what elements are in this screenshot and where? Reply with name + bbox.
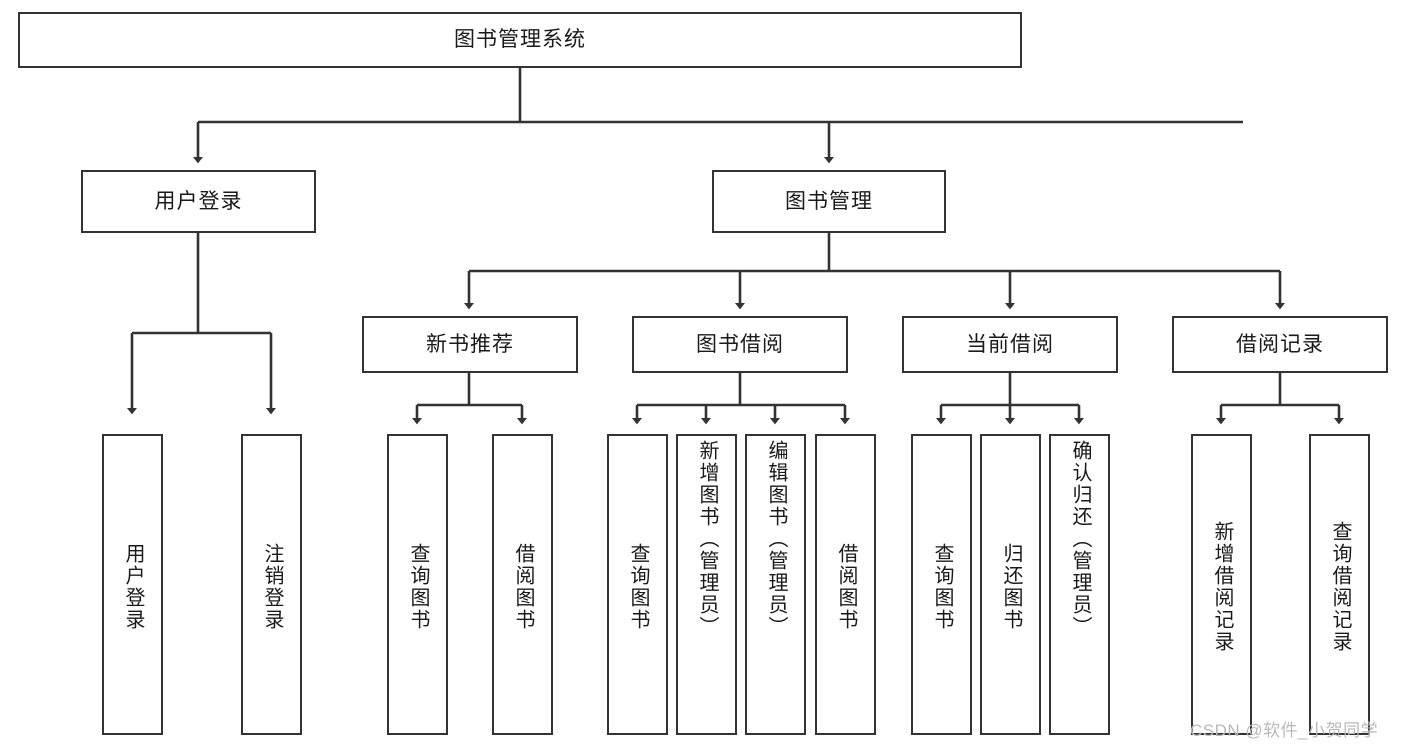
leaf-recommend-query-book[interactable]: 查询图书: [387, 434, 448, 735]
leaf-borrow-edit-book-admin-label: 编辑图书（管理员）: [765, 440, 787, 638]
leaf-current-return-book-label: 归还图书: [1000, 542, 1022, 631]
leaf-borrow-query-book[interactable]: 查询图书: [607, 434, 668, 735]
node-current-borrow[interactable]: 当前借阅: [902, 316, 1118, 373]
node-new-book-recommend[interactable]: 新书推荐: [362, 316, 578, 373]
leaf-user-login-signin-label: 用户登录: [122, 542, 144, 631]
leaf-borrow-add-book-admin-label: 新增图书（管理员）: [696, 440, 718, 638]
leaf-current-return-book[interactable]: 归还图书: [980, 434, 1041, 735]
leaf-recommend-borrow-book[interactable]: 借阅图书: [492, 434, 553, 735]
node-book-borrow-label: 图书借阅: [696, 332, 784, 356]
node-root-system-label: 图书管理系统: [454, 28, 586, 52]
leaf-borrow-query-book-label: 查询图书: [627, 542, 649, 631]
leaf-record-query-record-label: 查询借阅记录: [1329, 520, 1351, 653]
leaf-recommend-borrow-book-label: 借阅图书: [512, 542, 534, 631]
leaf-user-login-signout[interactable]: 注销登录: [241, 434, 302, 735]
node-new-book-recommend-label: 新书推荐: [426, 332, 514, 356]
node-user-login[interactable]: 用户登录: [81, 170, 316, 233]
node-borrow-record-label: 借阅记录: [1236, 332, 1324, 356]
node-current-borrow-label: 当前借阅: [966, 332, 1054, 356]
leaf-record-add-record[interactable]: 新增借阅记录: [1191, 434, 1252, 735]
leaf-current-confirm-return-admin-label: 确认归还（管理员）: [1069, 440, 1091, 638]
node-book-management-label: 图书管理: [785, 189, 873, 213]
node-user-login-label: 用户登录: [154, 189, 243, 213]
leaf-borrow-borrow-book-label: 借阅图书: [835, 542, 857, 631]
leaf-borrow-add-book-admin[interactable]: 新增图书（管理员）: [676, 434, 737, 735]
leaf-current-query-book-label: 查询图书: [931, 542, 953, 631]
node-book-management[interactable]: 图书管理: [712, 170, 946, 233]
leaf-user-login-signout-label: 注销登录: [261, 542, 283, 631]
leaf-recommend-query-book-label: 查询图书: [407, 542, 429, 631]
node-borrow-record[interactable]: 借阅记录: [1172, 316, 1388, 373]
leaf-borrow-borrow-book[interactable]: 借阅图书: [815, 434, 876, 735]
leaf-current-query-book[interactable]: 查询图书: [911, 434, 972, 735]
leaf-record-query-record[interactable]: 查询借阅记录: [1309, 434, 1370, 735]
node-book-borrow[interactable]: 图书借阅: [632, 316, 848, 373]
node-root-system[interactable]: 图书管理系统: [18, 12, 1022, 68]
leaf-record-add-record-label: 新增借阅记录: [1211, 520, 1233, 653]
leaf-borrow-edit-book-admin[interactable]: 编辑图书（管理员）: [745, 434, 806, 735]
leaf-current-confirm-return-admin[interactable]: 确认归还（管理员）: [1049, 434, 1110, 735]
leaf-user-login-signin[interactable]: 用户登录: [102, 434, 163, 735]
